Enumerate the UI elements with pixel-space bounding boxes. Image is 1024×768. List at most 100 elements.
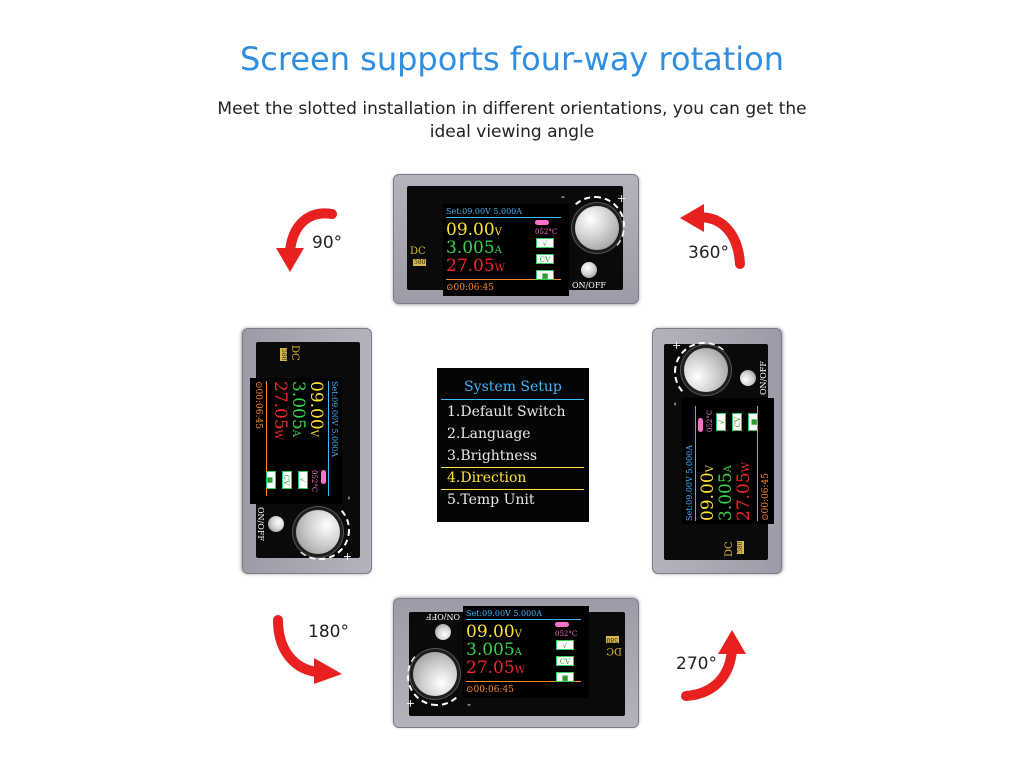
menu-item-direction[interactable]: 4.Direction: [447, 470, 527, 486]
device-panel-right: DC 580 Set:09.00V 5.000A 09.00V 3.005A 2…: [652, 328, 782, 574]
onoff-button[interactable]: [435, 624, 451, 640]
voltage-readout: 09.00V: [466, 622, 522, 642]
cv-badge: CV: [282, 471, 292, 489]
set-readout: Set:09.00V 5.000A: [685, 444, 694, 521]
check-badge: √: [298, 471, 308, 489]
lcd-screen: Set:09.00V 5.000A 09.00V 3.005A 27.05W ⊙…: [443, 204, 569, 296]
plus-mark: +: [617, 192, 627, 205]
check-badge: √: [536, 238, 554, 248]
rotation-label-180: 180°: [308, 622, 349, 642]
rotate-arrow-90: [276, 208, 337, 272]
panel-face: DC 580 Set:09.00V 5.000A 09.00V 3.005A 2…: [664, 340, 774, 560]
menu-item-default-switch[interactable]: 1.Default Switch: [447, 404, 566, 420]
temperature-readout: 052°C: [706, 409, 714, 432]
selection-bottom-line: [441, 489, 584, 490]
plus-mark: +: [341, 552, 354, 562]
onoff-label: ON/OFF: [759, 361, 768, 395]
thermometer-icon: [698, 418, 703, 432]
panel-face: DC 580 Set:09.00V 5.000A 09.00V 3.005A 2…: [250, 342, 360, 562]
temperature-readout: 052°C: [535, 228, 558, 236]
dc-label: DC: [724, 541, 735, 557]
menu-item-temp-unit[interactable]: 5.Temp Unit: [447, 492, 535, 508]
onoff-button[interactable]: [268, 516, 284, 532]
current-readout: 3.005A: [446, 238, 502, 258]
device-panel-left: DC 580 Set:09.00V 5.000A 09.00V 3.005A 2…: [242, 328, 372, 574]
minus-mark: -: [343, 496, 356, 500]
divider: [695, 406, 696, 521]
clock-icon: ⊙: [446, 283, 454, 293]
power-readout: 27.05W: [270, 381, 290, 440]
rotary-knob[interactable]: [684, 348, 728, 392]
model-label: 580: [737, 540, 744, 554]
rotary-knob[interactable]: [575, 206, 619, 250]
divider: [328, 381, 329, 496]
lcd-screen: Set:09.00V 5.000A 09.00V 3.005A 27.05W ⊙…: [250, 378, 342, 504]
device-panel-top: DC 580 Set:09.00V 5.000A 09.00V 3.005A 2…: [393, 174, 639, 304]
clock-icon: ⊙: [761, 513, 771, 521]
onoff-label: ON/OFF: [572, 281, 606, 290]
page-title: Screen supports four-way rotation: [239, 40, 785, 78]
voltage-readout: 09.00V: [446, 220, 502, 240]
cv-badge: CV: [732, 413, 742, 431]
thermometer-icon: [555, 622, 569, 627]
thermometer-icon: [321, 470, 326, 484]
model-label: 580: [280, 348, 287, 362]
model-label: 580: [605, 636, 619, 643]
minus-mark: -: [668, 402, 681, 406]
dc-label: DC: [289, 345, 300, 361]
lcd-screen: Set:09.00V 5.000A 09.00V 3.005A 27.05W ⊙…: [463, 606, 589, 698]
output-badge: ■: [266, 471, 276, 489]
voltage-readout: 09.00V: [698, 465, 718, 521]
clock-icon: ⊙: [253, 381, 263, 389]
menu-item-language[interactable]: 2.Language: [447, 426, 531, 442]
plus-mark: +: [405, 697, 415, 710]
rotation-label-270: 270°: [676, 654, 717, 674]
power-readout: 27.05W: [446, 256, 505, 276]
panel-face: DC 580 Set:09.00V 5.000A 09.00V 3.005A 2…: [405, 606, 625, 716]
clock-icon: ⊙: [466, 685, 474, 695]
lcd-screen: Set:09.00V 5.000A 09.00V 3.005A 27.05W ⊙…: [682, 398, 774, 524]
selection-top-line: [441, 467, 584, 468]
onoff-label: ON/OFF: [426, 612, 460, 621]
system-setup-menu: System Setup 1.Default Switch 2.Language…: [437, 368, 589, 522]
power-readout: 27.05W: [466, 658, 525, 678]
current-readout: 3.005A: [288, 381, 308, 437]
divider: [446, 217, 561, 218]
cv-badge: CV: [536, 254, 554, 264]
cv-badge: CV: [556, 656, 574, 666]
divider: [466, 619, 581, 620]
output-badge: ■: [556, 672, 574, 682]
timer-readout: ⊙00:06:45: [466, 685, 514, 695]
voltage-readout: 09.00V: [306, 381, 326, 437]
onoff-button[interactable]: [740, 370, 756, 386]
output-badge: ■: [536, 270, 554, 280]
rotation-label-360: 360°: [688, 243, 729, 263]
timer-readout: ⊙00:06:45: [253, 381, 263, 429]
set-readout: Set:09.00V 5.000A: [330, 381, 339, 458]
thermometer-icon: [535, 220, 549, 225]
model-label: 580: [413, 259, 427, 266]
minus-mark: -: [467, 699, 471, 712]
timer-readout: ⊙00:06:45: [761, 473, 771, 521]
divider: [446, 279, 561, 280]
onoff-button[interactable]: [581, 262, 597, 278]
menu-item-brightness[interactable]: 3.Brightness: [447, 448, 538, 464]
plus-mark: +: [670, 340, 683, 350]
rotary-knob[interactable]: [413, 652, 457, 696]
current-readout: 3.005A: [466, 640, 522, 660]
dc-label: DC: [410, 246, 426, 257]
dc-label: DC: [606, 645, 622, 656]
menu-divider: [441, 399, 584, 400]
temperature-readout: 052°C: [555, 630, 578, 638]
rotate-arrow-180: [273, 615, 342, 684]
rotate-arrow-270: [681, 630, 746, 701]
page-subtitle: Meet the slotted installation in differe…: [217, 99, 807, 142]
temperature-readout: 052°C: [310, 470, 318, 493]
minus-mark: -: [561, 190, 565, 203]
power-readout: 27.05W: [734, 462, 754, 521]
onoff-label: ON/OFF: [256, 507, 265, 541]
timer-readout: ⊙00:06:45: [446, 283, 494, 293]
output-badge: ■: [748, 413, 758, 431]
rotary-knob[interactable]: [296, 510, 340, 554]
rotation-label-90: 90°: [312, 233, 343, 253]
